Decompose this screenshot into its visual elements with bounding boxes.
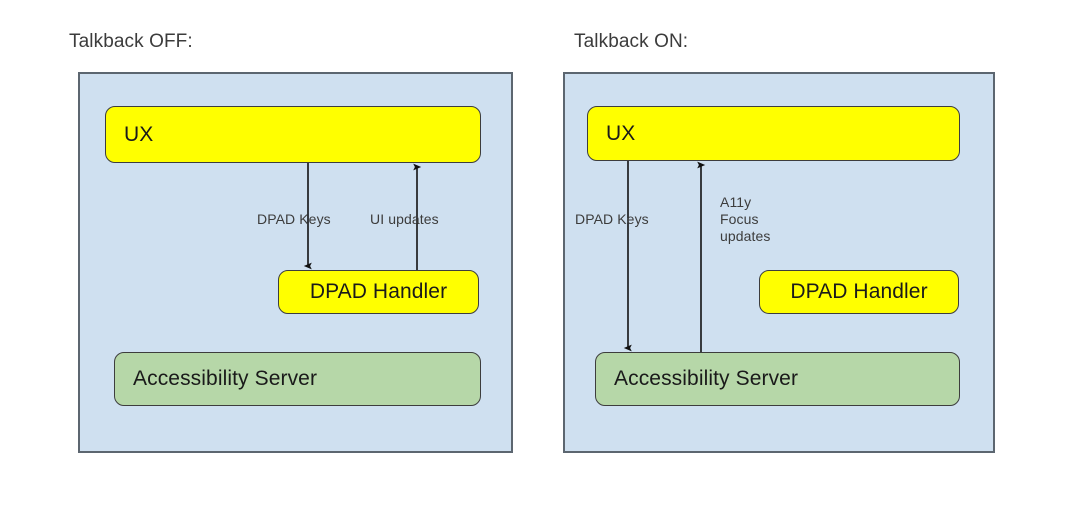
node-ux-on[interactable]: UX <box>587 106 960 161</box>
node-ux-off[interactable]: UX <box>105 106 481 163</box>
panel-talkback-on: UX DPAD Handler Accessibility Server DPA… <box>563 72 995 453</box>
node-accessibility-server-on[interactable]: Accessibility Server <box>595 352 960 406</box>
edge-label-a11y-focus-updates-on: A11y Focus updates <box>720 194 771 244</box>
panel-talkback-off: UX DPAD Handler Accessibility Server DPA… <box>78 72 513 453</box>
node-dpad-handler-on[interactable]: DPAD Handler <box>759 270 959 314</box>
edge-label-ui-updates-off: UI updates <box>370 211 439 227</box>
panel-title-talkback-on: Talkback ON: <box>574 31 689 52</box>
node-accessibility-server-off[interactable]: Accessibility Server <box>114 352 481 406</box>
edge-label-dpad-keys-on: DPAD Keys <box>575 211 649 227</box>
panel-title-talkback-off: Talkback OFF: <box>69 31 193 52</box>
edge-label-dpad-keys-off: DPAD Keys <box>257 211 331 227</box>
node-dpad-handler-off[interactable]: DPAD Handler <box>278 270 479 314</box>
